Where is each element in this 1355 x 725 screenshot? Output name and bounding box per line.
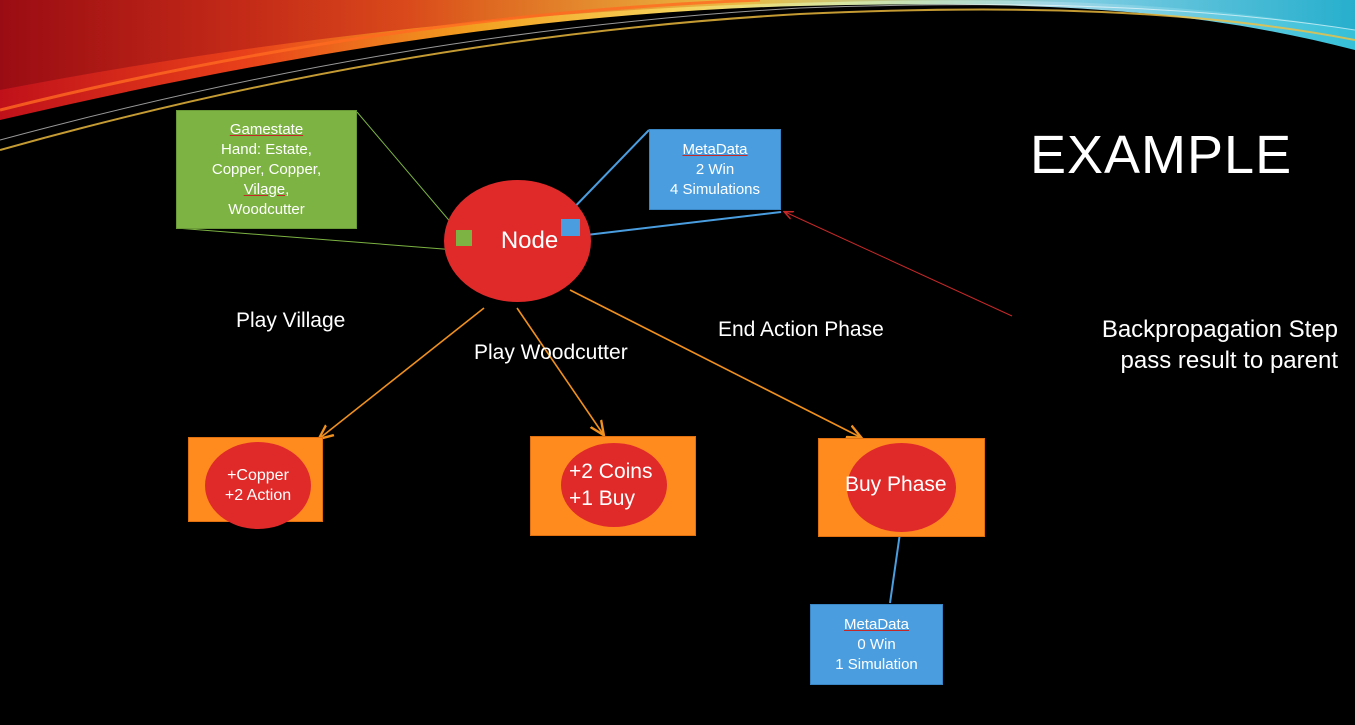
child-woodcutter-node: +2 Coins +1 Buy — [561, 443, 667, 527]
metadata-anchor-square — [561, 219, 580, 236]
metadata-top-simulations: 4 Simulations — [669, 180, 761, 198]
metadata-bottom-simulations: 1 Simulation — [835, 655, 918, 673]
metadata-box-top: MetaData 2 Win 4 Simulations — [649, 129, 781, 210]
gamestate-anchor-square — [456, 230, 472, 246]
metadata-box-bottom: MetaData 0 Win 1 Simulation — [810, 604, 943, 685]
edge-label-play-woodcutter: Play Woodcutter — [474, 341, 628, 364]
gamestate-heading: Gamestate — [229, 120, 304, 138]
gamestate-callout-line-bottom — [175, 227, 457, 251]
backpropagation-arrow — [785, 212, 1013, 317]
annotation-line-1: Backpropagation Step — [1101, 316, 1338, 343]
backpropagation-annotation: Backpropagation Step pass result to pare… — [1036, 314, 1338, 376]
child-woodcutter-line-2: +1 Buy — [569, 487, 635, 510]
child-village-line-2: +2 Action — [224, 486, 292, 504]
decorative-swoosh — [0, 0, 1355, 151]
child-buy-phase-node — [847, 443, 956, 532]
metadata-callout-line-bottom — [577, 211, 782, 237]
edge-label-end-action-phase: End Action Phase — [718, 318, 884, 341]
edge-arrow-village — [320, 307, 485, 438]
edge-label-play-village: Play Village — [236, 309, 346, 332]
slide-title: EXAMPLE — [1030, 125, 1293, 185]
gamestate-line-4: Woodcutter — [228, 200, 305, 218]
gamestate-line-2: Copper, Copper, — [211, 160, 322, 178]
gamestate-box: Gamestate Hand: Estate, Copper, Copper, … — [176, 110, 357, 229]
metadata-top-heading: MetaData — [682, 140, 748, 158]
edge-arrow-end-action — [569, 289, 860, 437]
gamestate-callout-line-top — [356, 111, 465, 239]
annotation-line-2: pass result to parent — [1120, 347, 1338, 374]
child-buy-phase-label: Buy Phase — [845, 473, 947, 496]
edge-arrow-woodcutter — [516, 307, 603, 434]
child-woodcutter-line-1: +2 Coins — [569, 460, 653, 483]
root-node-label: Node — [500, 227, 559, 254]
metadata-top-wins: 2 Win — [695, 160, 735, 178]
gamestate-line-1: Hand: Estate, — [221, 140, 312, 158]
buy-phase-metadata-line — [889, 532, 901, 604]
child-village-node: +Copper +2 Action — [205, 442, 311, 529]
gamestate-line-3: Vilage, — [243, 180, 290, 198]
child-village-line-1: +Copper — [227, 466, 289, 484]
metadata-bottom-heading: MetaData — [843, 615, 910, 633]
metadata-bottom-wins: 0 Win — [857, 635, 896, 653]
